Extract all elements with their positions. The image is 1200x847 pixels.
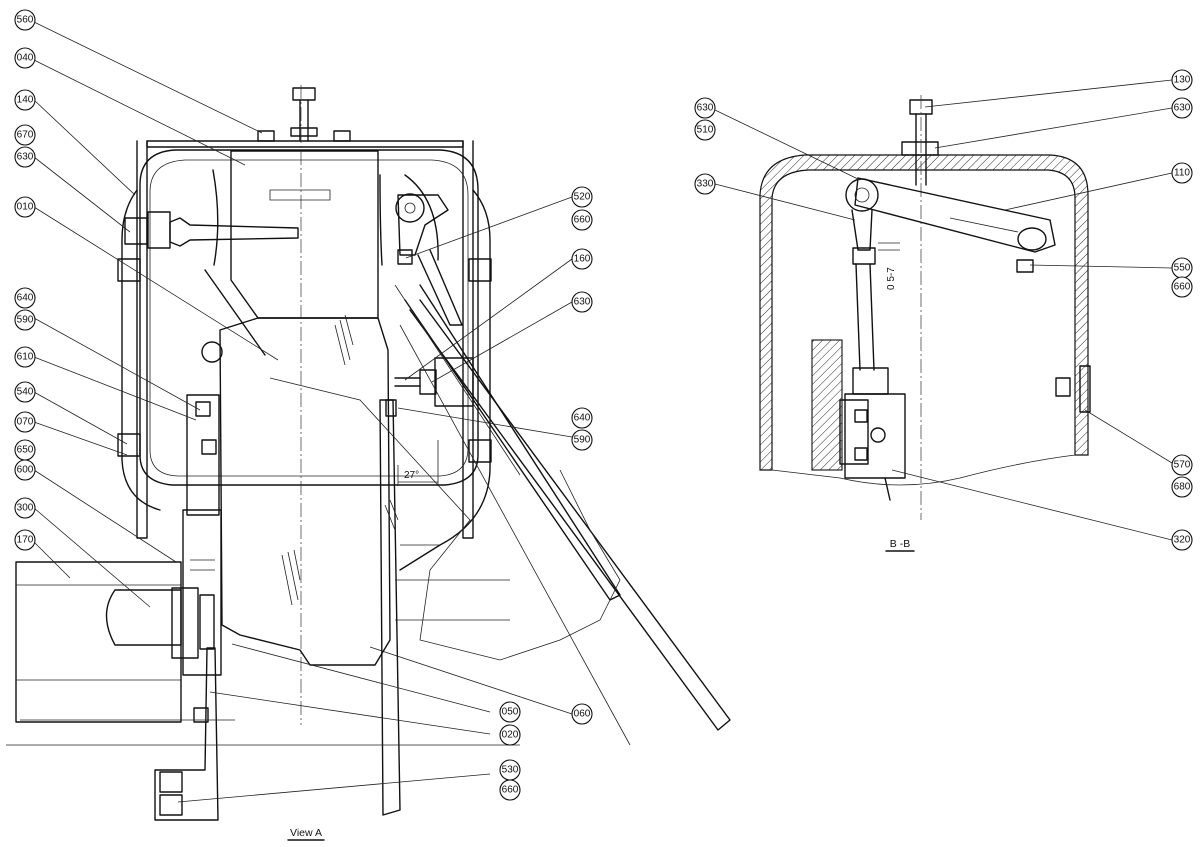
svg-text:320: 320 bbox=[1174, 535, 1191, 546]
callout-070: 070 bbox=[14, 411, 36, 433]
callout-550: 550 bbox=[1171, 257, 1193, 279]
svg-text:140: 140 bbox=[17, 95, 34, 106]
svg-text:660: 660 bbox=[1174, 282, 1191, 293]
callout-590: 590 bbox=[14, 309, 36, 331]
svg-text:060: 060 bbox=[574, 709, 591, 720]
svg-text:570: 570 bbox=[1174, 460, 1191, 471]
bb-housing bbox=[759, 154, 1089, 471]
callout-170: 170 bbox=[14, 529, 36, 551]
callout-040: 040 bbox=[14, 47, 36, 69]
upper-block bbox=[230, 150, 379, 319]
callout-320: 320 bbox=[1171, 529, 1193, 551]
svg-text:510: 510 bbox=[697, 125, 714, 136]
callout-660: 660 bbox=[499, 779, 521, 801]
top-bolt bbox=[290, 87, 318, 142]
svg-text:130: 130 bbox=[1174, 75, 1191, 86]
callout-590: 590 bbox=[571, 429, 593, 451]
svg-text:610: 610 bbox=[17, 352, 34, 363]
callout-630: 630 bbox=[14, 146, 36, 168]
callout-570: 570 bbox=[1171, 454, 1193, 476]
svg-text:550: 550 bbox=[1174, 263, 1191, 274]
main-body bbox=[219, 317, 391, 666]
callout-060: 060 bbox=[571, 703, 593, 725]
callout-510: 510 bbox=[694, 119, 716, 141]
svg-text:160: 160 bbox=[574, 254, 591, 265]
svg-text:170: 170 bbox=[17, 535, 34, 546]
lever-arm bbox=[395, 193, 463, 326]
bb-top-screw bbox=[901, 99, 939, 186]
callout-630: 630 bbox=[571, 291, 593, 313]
bb-right-bracket bbox=[1079, 365, 1091, 413]
callout-140: 140 bbox=[14, 89, 36, 111]
section-bb-caption: B -B bbox=[890, 538, 910, 550]
svg-text:650: 650 bbox=[17, 445, 34, 456]
svg-text:560: 560 bbox=[17, 15, 34, 26]
svg-text:110: 110 bbox=[1174, 168, 1190, 179]
svg-text:010: 010 bbox=[17, 202, 34, 213]
bb-left-block bbox=[811, 339, 843, 471]
svg-text:050: 050 bbox=[502, 707, 519, 718]
svg-text:630: 630 bbox=[574, 297, 591, 308]
callout-020: 020 bbox=[499, 724, 521, 746]
svg-text:600: 600 bbox=[17, 465, 34, 476]
svg-text:670: 670 bbox=[17, 130, 34, 141]
callout-130: 130 bbox=[1171, 69, 1193, 91]
callout-520: 520 bbox=[571, 186, 593, 208]
svg-text:630: 630 bbox=[17, 152, 34, 163]
svg-text:300: 300 bbox=[17, 503, 34, 514]
callout-610: 610 bbox=[14, 346, 36, 368]
left-frame bbox=[136, 140, 148, 539]
bottom-clamp bbox=[15, 561, 219, 821]
shaft-140 bbox=[124, 211, 299, 249]
section-bb: 0 5-7 bbox=[759, 95, 1091, 520]
callout-600: 600 bbox=[14, 459, 36, 481]
svg-text:630: 630 bbox=[1174, 103, 1191, 114]
svg-text:590: 590 bbox=[17, 315, 34, 326]
top-plate bbox=[146, 140, 464, 148]
angle-dimension: 27° bbox=[404, 470, 419, 481]
svg-text:590: 590 bbox=[574, 435, 591, 446]
callout-050: 050 bbox=[499, 701, 521, 723]
callout-640: 640 bbox=[571, 407, 593, 429]
svg-text:530: 530 bbox=[502, 765, 519, 776]
svg-text:660: 660 bbox=[502, 785, 519, 796]
view-a: 27° bbox=[6, 85, 731, 821]
callout-630: 630 bbox=[1171, 97, 1193, 119]
callout-160: 160 bbox=[571, 248, 593, 270]
callout-630: 630 bbox=[694, 97, 716, 119]
callout-010: 010 bbox=[14, 196, 36, 218]
callout-110: 110 bbox=[1171, 162, 1193, 184]
callout-300: 300 bbox=[14, 497, 36, 519]
right-frame bbox=[462, 140, 474, 539]
callout-660: 660 bbox=[571, 209, 593, 231]
left-plate bbox=[186, 394, 220, 516]
svg-text:020: 020 bbox=[502, 730, 519, 741]
callout-670: 670 bbox=[14, 124, 36, 146]
svg-text:330: 330 bbox=[697, 179, 714, 190]
housing-outline bbox=[139, 149, 479, 486]
callout-660: 660 bbox=[1171, 276, 1193, 298]
svg-text:520: 520 bbox=[574, 192, 591, 203]
svg-text:660: 660 bbox=[574, 215, 591, 226]
svg-text:040: 040 bbox=[17, 53, 34, 64]
svg-text:630: 630 bbox=[697, 103, 714, 114]
svg-text:640: 640 bbox=[17, 293, 34, 304]
gap-dimension: 0 5-7 bbox=[886, 267, 897, 290]
leader-lines bbox=[33, 21, 1173, 803]
callout-540: 540 bbox=[14, 381, 36, 403]
bb-lower-mechanism bbox=[839, 367, 906, 501]
callout-640: 640 bbox=[14, 287, 36, 309]
callout-330: 330 bbox=[694, 173, 716, 195]
callout-530: 530 bbox=[499, 759, 521, 781]
svg-text:640: 640 bbox=[574, 413, 591, 424]
view-a-caption: View A bbox=[290, 827, 322, 839]
callout-650: 650 bbox=[14, 439, 36, 461]
callout-680: 680 bbox=[1171, 476, 1193, 498]
svg-text:070: 070 bbox=[17, 417, 34, 428]
svg-text:680: 680 bbox=[1174, 482, 1191, 493]
svg-text:540: 540 bbox=[17, 387, 34, 398]
bb-lever bbox=[854, 177, 1056, 253]
callout-560: 560 bbox=[14, 9, 36, 31]
